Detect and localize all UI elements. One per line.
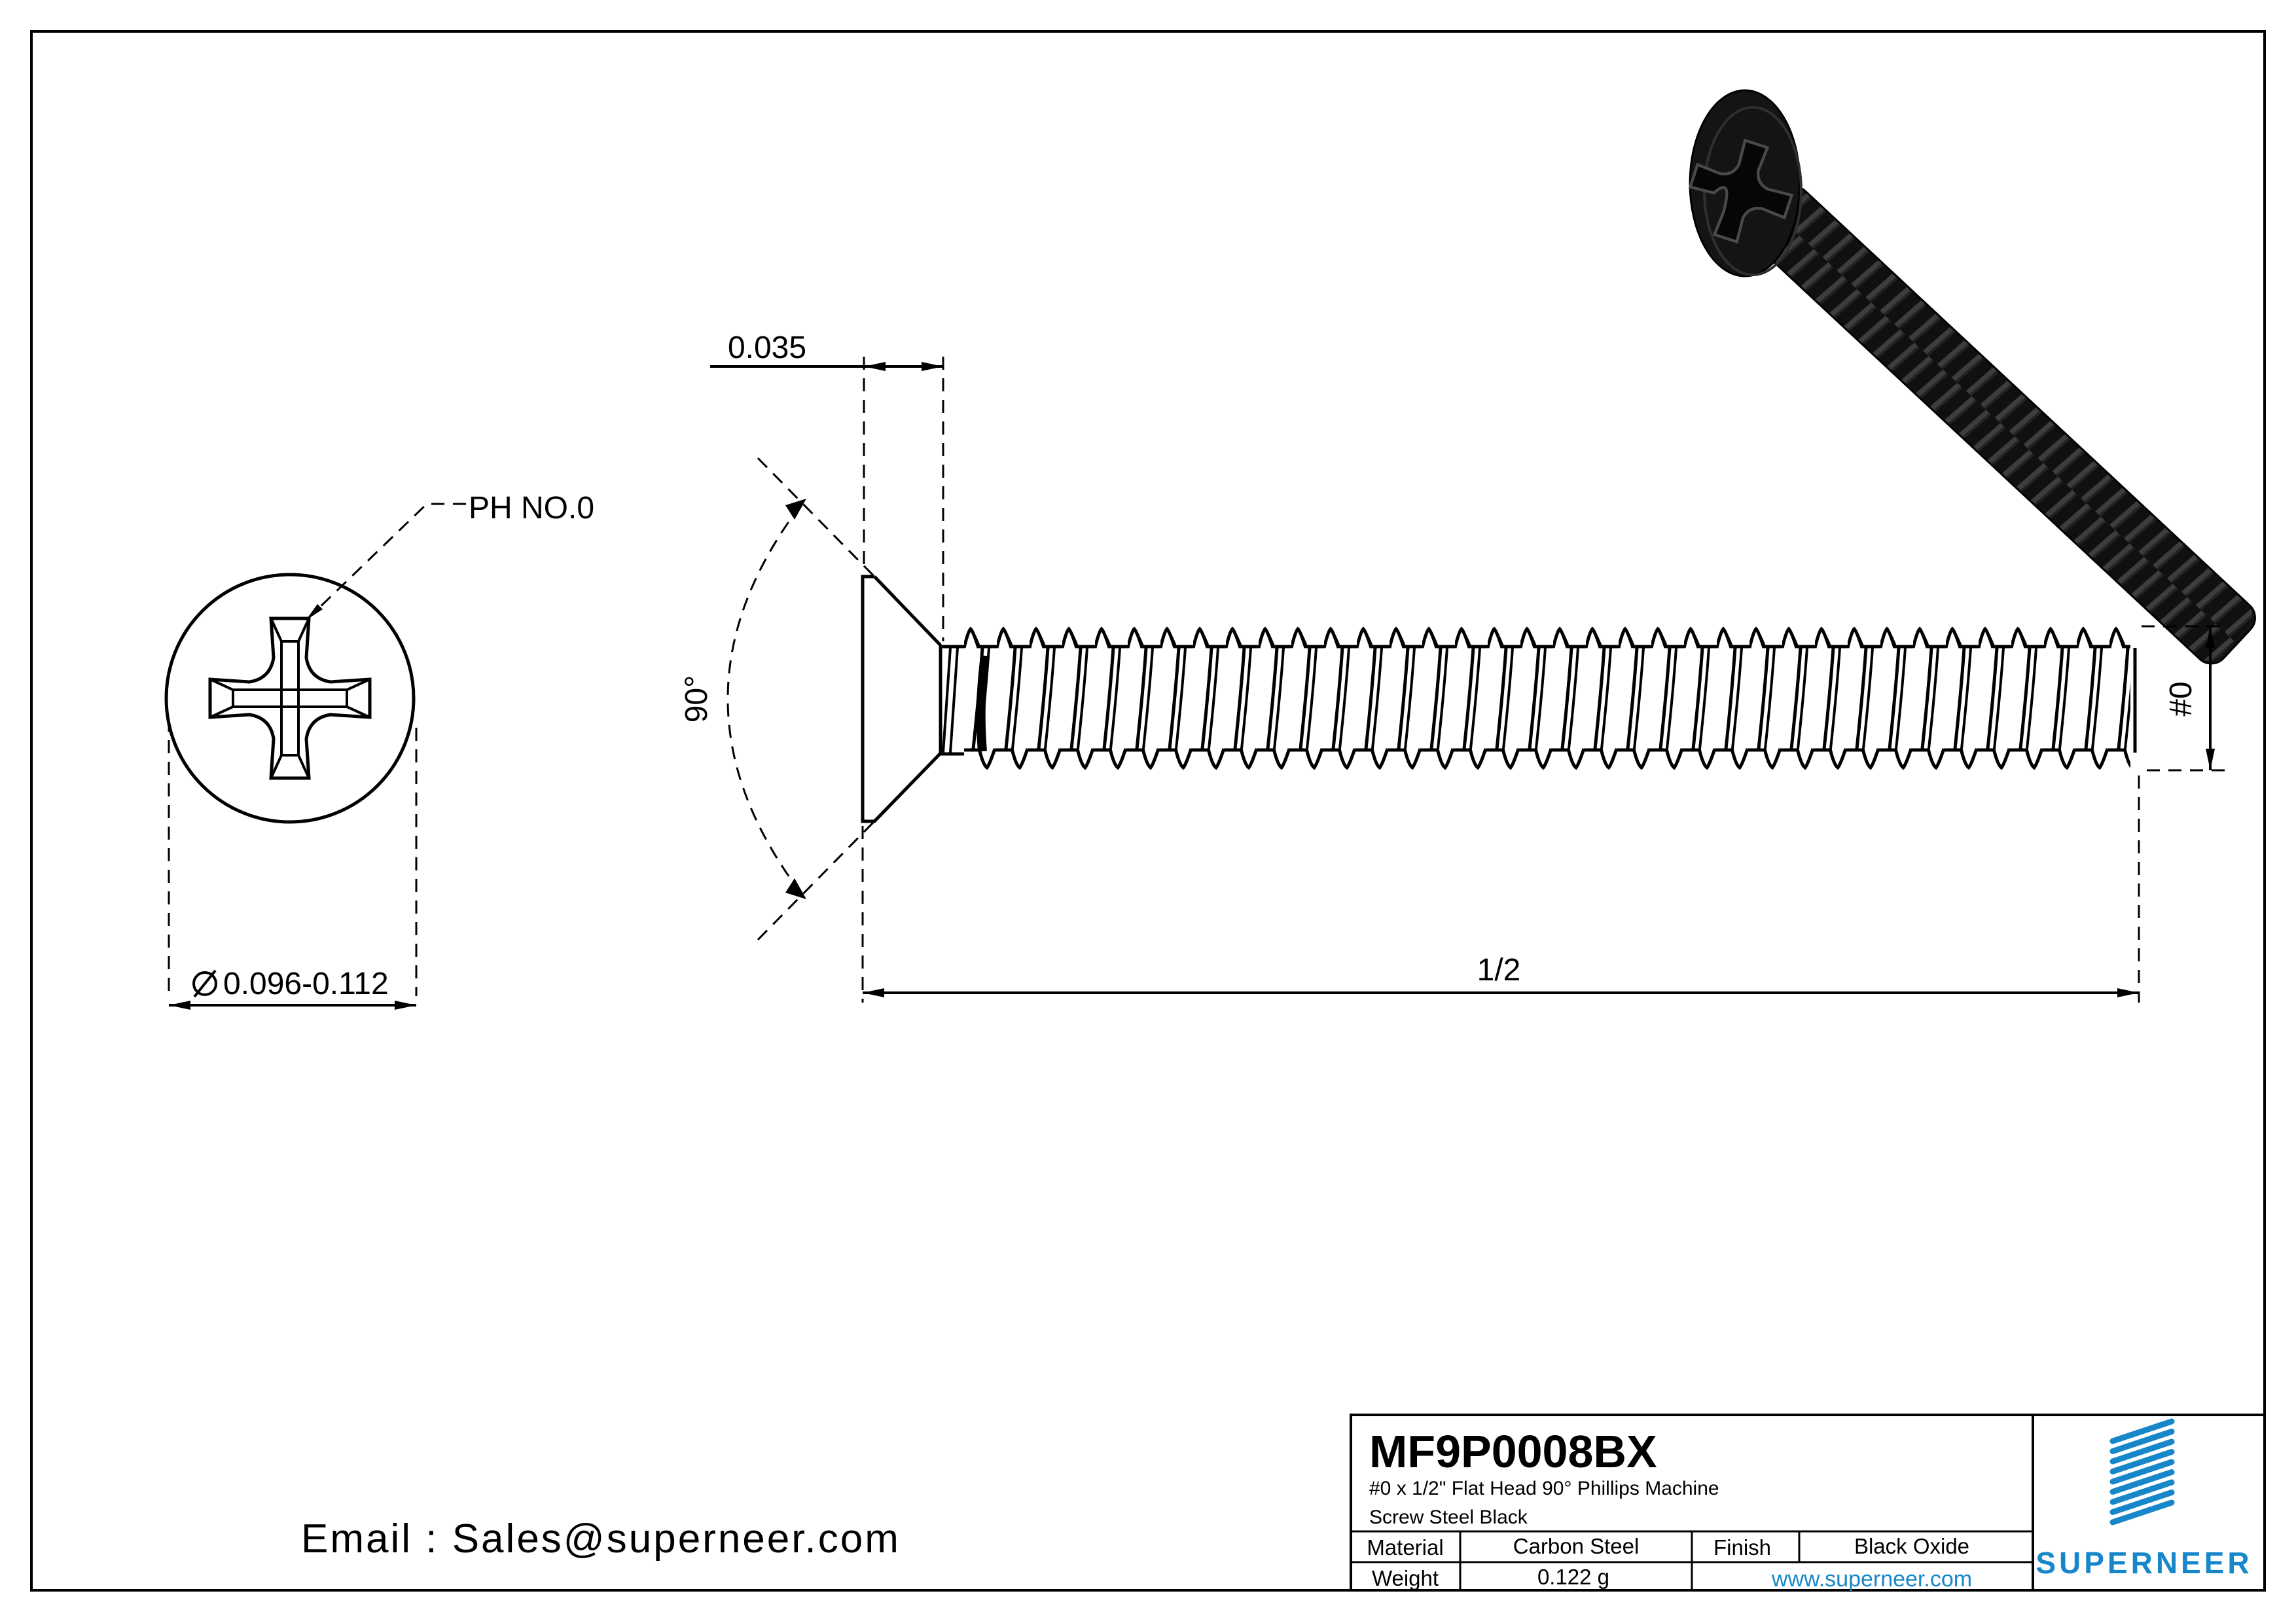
iso-phillips-recess-icon [1688, 138, 1794, 244]
phillips-recess-icon [208, 616, 372, 780]
head-profile [861, 575, 942, 823]
countersink-angle-label: 90° [679, 675, 714, 723]
dim-arrowhead [395, 1001, 416, 1010]
side-view [710, 357, 2225, 1003]
part-number: MF9P0008BX [1369, 1426, 1657, 1477]
thread-size-label: #0 [2164, 681, 2198, 716]
diameter-icon [192, 969, 217, 998]
iso-screw-threads [1755, 192, 2253, 661]
dim-arrowhead [864, 362, 886, 371]
part-description-line1: #0 x 1/2" Flat Head 90° Phillips Machine [1369, 1478, 1719, 1499]
length-extension-lines [861, 776, 2140, 1003]
material-value: Carbon Steel [1513, 1534, 1640, 1558]
brand-name: SUPERNEER [2036, 1546, 2252, 1580]
iso-view-3d-screw [1688, 89, 2256, 665]
front-view [164, 503, 466, 1010]
shank-root-lines [941, 645, 964, 756]
leader-arrowhead [306, 604, 323, 620]
superneer-logo-icon [2109, 1418, 2175, 1525]
head-height-extension-lines [863, 357, 944, 641]
arc-arrowhead [785, 499, 806, 520]
table-column-lines [1459, 1531, 1801, 1590]
weight-value: 0.122 g [1537, 1565, 1609, 1589]
head-circle [164, 573, 416, 824]
dim-arrowhead [2206, 626, 2215, 648]
head-diameter-label: 0.096-0.112 [223, 967, 389, 1001]
dim-arrowhead [2117, 988, 2139, 997]
diameter-extension-lines [168, 719, 418, 996]
sheet-border [30, 30, 2266, 1592]
title-block [1350, 1414, 2266, 1592]
finish-label: Finish [1713, 1535, 1771, 1560]
title-block-border [1350, 1414, 2266, 1592]
recess-label: PH NO.0 [469, 491, 594, 526]
recess-leader-line [312, 503, 466, 615]
dim-arrowhead [2206, 749, 2215, 770]
countersink-angle-arc [726, 504, 802, 894]
dim-arrowhead [863, 988, 884, 997]
countersink-angle-legs [757, 457, 874, 941]
dim-arrowhead [169, 1001, 190, 1010]
part-description-line2: Screw Steel Black [1369, 1507, 1528, 1528]
arc-arrowhead [785, 878, 806, 899]
contact-email: Email : Sales@superneer.com [301, 1516, 901, 1561]
website-link[interactable]: www.superneer.com [1771, 1567, 1972, 1592]
weight-label: Weight [1372, 1566, 1439, 1590]
length-label: 1/2 [1477, 953, 1521, 988]
head-height-label: 0.035 [728, 330, 806, 365]
first-thread-flank [942, 647, 959, 753]
material-label: Material [1367, 1535, 1443, 1560]
dim-arrowhead [922, 362, 943, 371]
finish-value: Black Oxide [1854, 1534, 1969, 1558]
thread-band [964, 626, 2130, 770]
